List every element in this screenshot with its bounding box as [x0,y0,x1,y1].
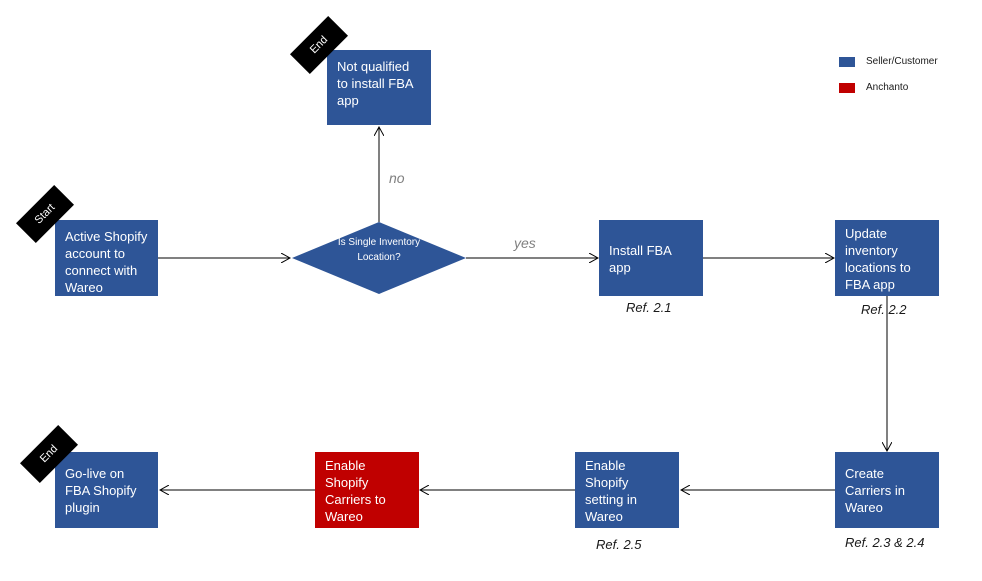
node-enable-carriers: Enable Shopify Carriers to Wareo [315,452,419,528]
node-update-inventory-label: Update inventory locations to FBA app [845,226,911,292]
node-active-shopify-label: Active Shopify account to connect with W… [65,229,148,295]
decision-diamond [292,222,466,294]
ref-setting: Ref. 2.5 [596,537,642,552]
ref-update: Ref. 2.2 [861,302,907,317]
node-not-qualified-label: Not qualified to install FBA app [337,59,413,108]
node-active-shopify: Active Shopify account to connect with W… [55,220,158,296]
edge-label-yes: yes [514,235,536,251]
decision-label: Is Single Inventory Location? [337,237,421,263]
node-install-fba: Install FBA app [599,220,703,296]
ref-create: Ref. 2.3 & 2.4 [845,535,925,550]
legend-swatch-seller [839,57,855,67]
node-not-qualified: Not qualified to install FBA app [327,50,431,125]
legend-label-anchanto: Anchanto [866,82,909,93]
node-create-carriers-label: Create Carriers in Wareo [845,466,905,515]
node-enable-carriers-label: Enable Shopify Carriers to Wareo [325,458,386,524]
node-enable-shopify-setting: Enable Shopify setting in Wareo [575,452,679,528]
node-update-inventory: Update inventory locations to FBA app [835,220,939,296]
ref-install: Ref. 2.1 [626,300,672,315]
legend-swatch-anchanto [839,83,855,93]
node-go-live: Go-live on FBA Shopify plugin [55,452,158,528]
edge-label-no: no [389,170,405,186]
node-create-carriers: Create Carriers in Wareo [835,452,939,528]
node-go-live-label: Go-live on FBA Shopify plugin [65,466,137,515]
legend-label-seller: Seller/Customer [866,56,938,67]
node-enable-shopify-setting-label: Enable Shopify setting in Wareo [585,458,638,524]
node-install-fba-label: Install FBA app [609,243,672,275]
